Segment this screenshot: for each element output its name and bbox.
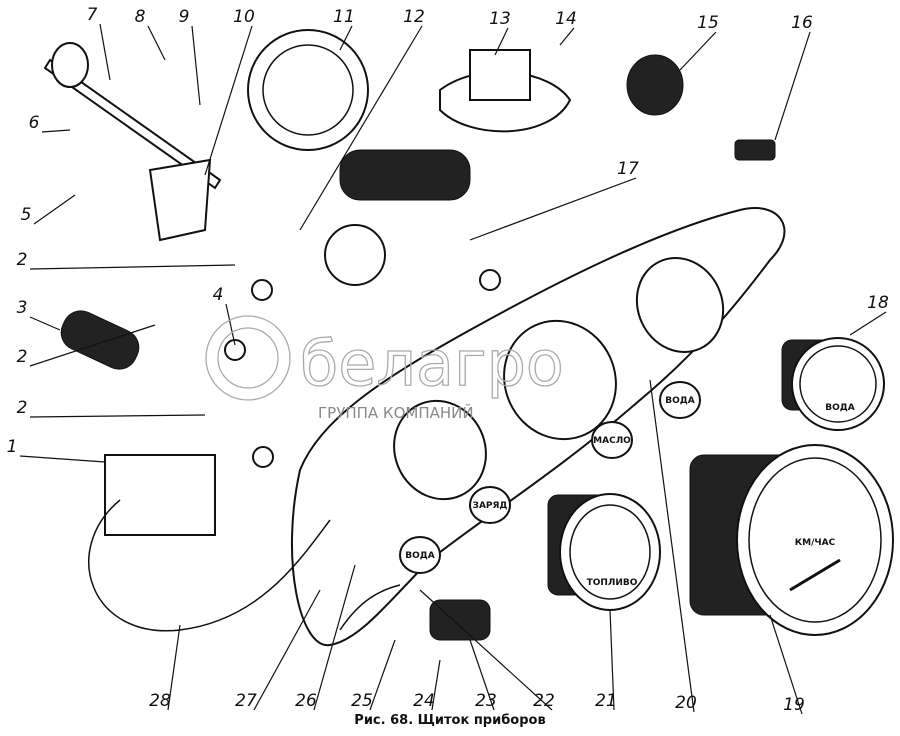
indicator-water-label: ВОДА (405, 551, 435, 561)
part-label-24: 24 (413, 691, 435, 711)
cable-ring (324, 224, 386, 286)
part-label-13: 13 (489, 9, 511, 29)
part-label-16: 16 (791, 13, 813, 33)
leader-line (29, 264, 236, 270)
figure-caption: Рис. 68. Щиток приборов (354, 713, 546, 728)
part-label-1: 1 (7, 437, 18, 457)
leader-line (99, 23, 111, 81)
button (429, 599, 491, 641)
part-label-2: 2 (17, 250, 28, 270)
part-label-20: 20 (675, 693, 697, 713)
indicator-charge-label: ЗАРЯД (473, 501, 508, 511)
part-label-8: 8 (135, 7, 146, 27)
part-label-28: 28 (149, 691, 171, 711)
leader-line (339, 25, 353, 51)
leader-line (494, 27, 509, 56)
leader-line (609, 609, 615, 711)
resistor (339, 149, 471, 201)
part-label-10: 10 (233, 7, 255, 27)
leader-line (469, 177, 637, 241)
leader-line (849, 311, 887, 336)
speedometer: КМ/ЧАС (689, 444, 894, 636)
leader-line (369, 639, 396, 711)
part-label-4: 4 (213, 285, 224, 305)
leader-line (313, 564, 356, 711)
part-label-11: 11 (333, 7, 355, 27)
part-label-7: 7 (87, 5, 98, 25)
leader-line (774, 31, 811, 141)
parts (43, 29, 776, 641)
part-label-17: 17 (617, 159, 639, 179)
indicator-water-2-label: ВОДА (665, 396, 695, 406)
water-gauge-label: ВОДА (825, 403, 855, 413)
leader-line (679, 31, 717, 71)
leader-line (204, 25, 253, 176)
watermark-tagline: ГРУППА КОМПАНИЙ (318, 403, 474, 422)
leader-line (33, 194, 76, 225)
indicator-oil-label: МАСЛО (593, 436, 631, 446)
leader-line (559, 27, 575, 46)
part-label-14: 14 (555, 9, 577, 29)
sensor (626, 54, 684, 116)
leader-line (225, 303, 236, 346)
part-label-26: 26 (295, 691, 317, 711)
gasket (247, 29, 369, 151)
leader-line (191, 25, 201, 106)
part-label-22: 22 (533, 691, 555, 711)
leader-line (29, 414, 206, 418)
leader-line (469, 639, 495, 711)
watermark-brand: белагро (300, 327, 564, 400)
part-label-18: 18 (867, 293, 889, 313)
sender (60, 310, 140, 370)
leader-line (769, 614, 803, 715)
part-label-9: 9 (179, 7, 190, 27)
voltage-regulator (469, 49, 531, 101)
part-label-19: 19 (783, 695, 805, 715)
leader-line (299, 25, 423, 231)
leader-line (29, 316, 61, 331)
speedometer-label: КМ/ЧАС (795, 538, 836, 548)
relay (104, 454, 216, 536)
part-label-15: 15 (697, 13, 719, 33)
indicator-lamps: ВОДА ЗАРЯД МАСЛО ВОДА (399, 381, 701, 574)
part-label-12: 12 (403, 7, 425, 27)
part-label-6: 6 (29, 113, 40, 133)
switch (734, 139, 776, 161)
part-label-2: 2 (17, 398, 28, 418)
leader-line (167, 624, 181, 711)
watermark: белагро ГРУППА КОМПАНИЙ (205, 315, 565, 422)
leader-line (147, 25, 166, 61)
leader-line (19, 455, 106, 463)
leader-line (419, 589, 553, 711)
leader-line (431, 659, 441, 711)
water-temperature-gauge: ВОДА (781, 337, 885, 431)
part-label-25: 25 (351, 691, 373, 711)
panel-opening (503, 319, 617, 441)
part-label-27: 27 (235, 691, 257, 711)
panel-opening (393, 399, 487, 501)
leader-line (649, 379, 695, 713)
part-label-23: 23 (475, 691, 497, 711)
fuel-gauge-label: ТОПЛИВО (587, 578, 638, 588)
fuel-gauge: ТОПЛИВО (547, 493, 661, 611)
part-label-3: 3 (17, 298, 28, 318)
leader-line (29, 324, 156, 367)
leader-line (41, 129, 71, 133)
panel-opening (635, 257, 725, 353)
part-label-21: 21 (595, 691, 617, 711)
leader-line (253, 589, 321, 711)
part-label-5: 5 (21, 205, 32, 225)
part-label-2: 2 (17, 347, 28, 367)
